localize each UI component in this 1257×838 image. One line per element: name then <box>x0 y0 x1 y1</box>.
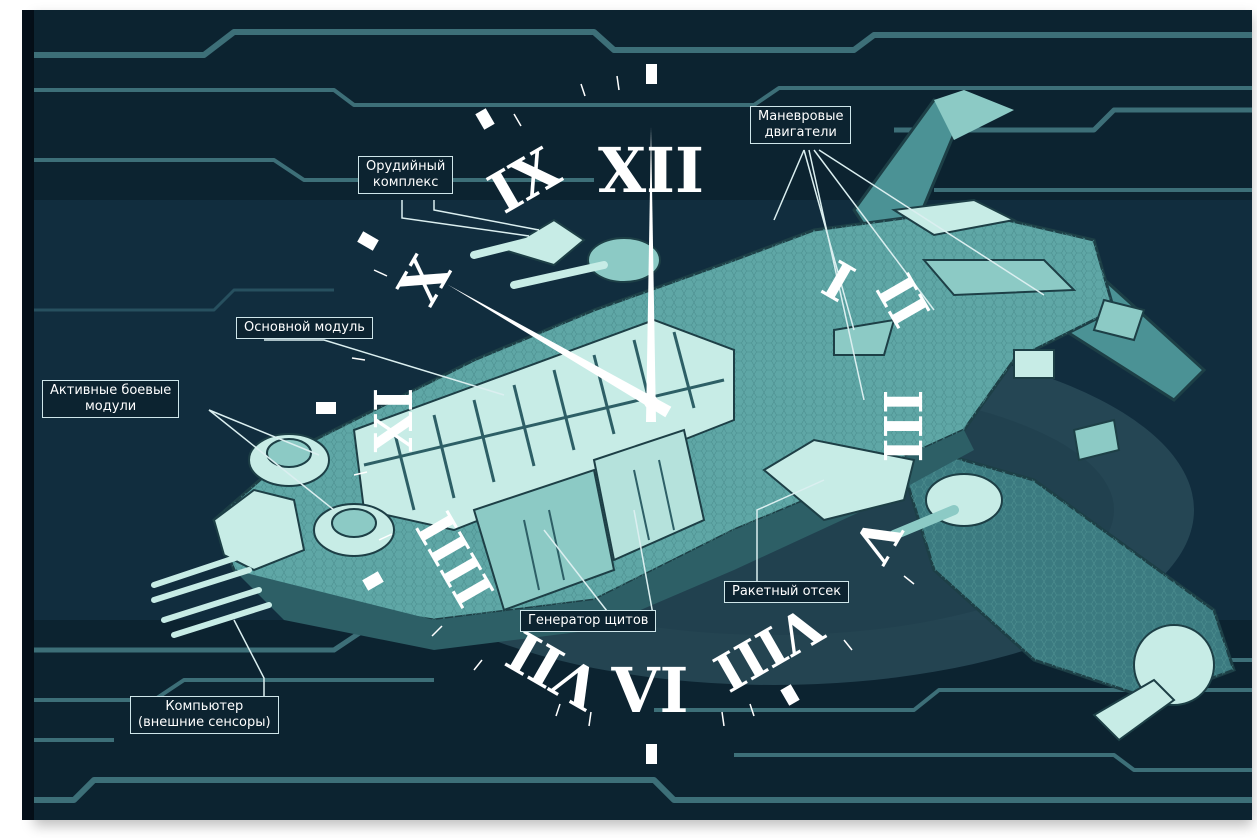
clock-center-pin <box>644 395 658 409</box>
numeral-6: VI <box>610 654 688 727</box>
minute-hand <box>646 127 656 422</box>
clock-marker-6 <box>646 744 657 764</box>
clock-hands <box>447 127 672 422</box>
canvas-face: XII IX X XI I II III IIII V VI VII VIII <box>34 10 1252 820</box>
hour-hand <box>447 284 672 418</box>
label-maneuver-engines: Маневровые двигатели <box>750 106 852 144</box>
numeral-3: III <box>871 390 932 463</box>
callout-lines <box>208 149 1045 723</box>
label-computer: Компьютер (внешние сенсоры) <box>130 696 279 734</box>
clock-marker-12 <box>646 64 657 84</box>
label-active-combat-modules: Активные боевые модули <box>42 380 180 418</box>
clock-dial <box>316 64 915 764</box>
clock-marker-9 <box>316 402 336 414</box>
spaceship-scene: XII IX X XI I II III IIII V VI VII VIII <box>34 29 1252 803</box>
label-shield-generator: Генератор щитов <box>520 610 657 632</box>
label-main-module: Основной модуль <box>236 317 373 339</box>
label-missile-bay: Ракетный отсек <box>724 581 850 603</box>
canvas-side-edge <box>22 10 34 820</box>
label-weapon-complex: Орудийный комплекс <box>358 156 454 194</box>
numeral-9: XI <box>364 388 425 453</box>
